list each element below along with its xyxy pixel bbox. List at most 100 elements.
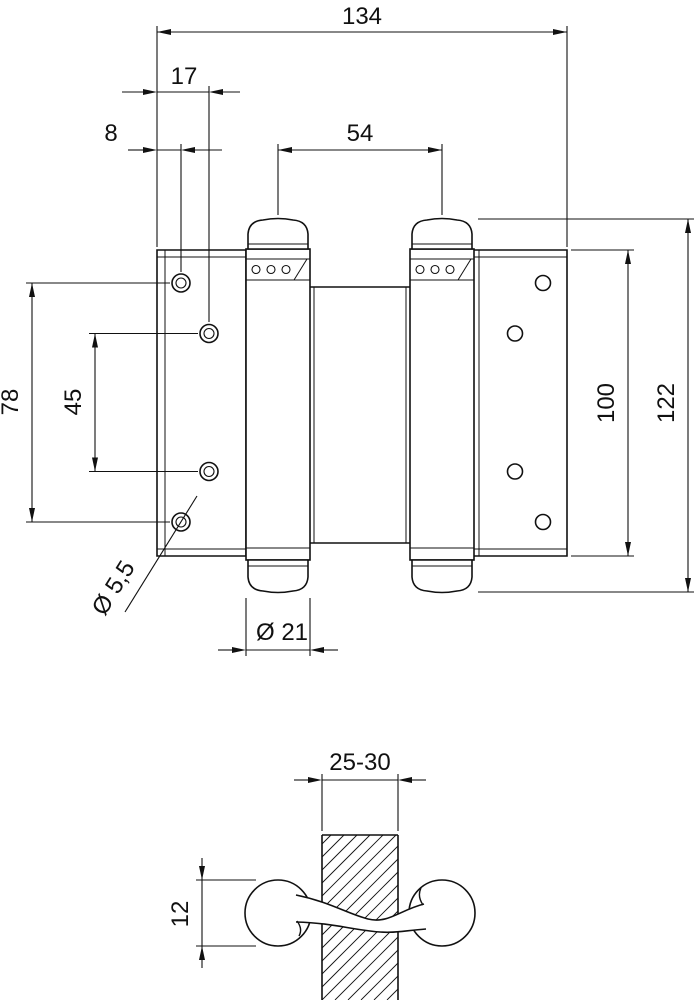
dimension-label: 45: [60, 389, 87, 416]
leaf-section-top-edge: [295, 894, 425, 921]
band-slash: [293, 258, 308, 281]
hatch-line: [321, 834, 371, 884]
dim-hole-span-78: 78: [0, 282, 170, 523]
arrowhead: [29, 508, 35, 522]
arrowhead: [278, 147, 292, 153]
arrowhead: [428, 147, 442, 153]
dim-hole-span-45: 45: [60, 332, 198, 473]
arrowhead: [92, 457, 98, 472]
hatch-line: [321, 834, 345, 858]
arrowhead: [143, 147, 157, 153]
hatch-line: [386, 988, 399, 1000]
barrel-cap-top: [247, 217, 309, 250]
adjustment-hole: [415, 264, 425, 275]
left-leaf-plate: [156, 249, 247, 557]
barrel-body-fill: [246, 249, 310, 560]
barrel-cap-top: [411, 217, 473, 250]
band-slash: [457, 258, 472, 281]
dim-knuckle-height-12: 12: [167, 858, 256, 968]
left-plate-screw-holes: [171, 273, 219, 532]
right-plate-screw-holes: [506, 274, 552, 531]
left-plate-outline: [156, 249, 247, 557]
hatch-line: [321, 834, 332, 845]
arrowhead: [92, 333, 98, 348]
hatch-line: [347, 949, 399, 1000]
screw-hole-inner: [203, 465, 215, 478]
arrowhead: [685, 219, 691, 233]
barrel-cap-bottom: [247, 559, 309, 594]
dimension-label: 78: [0, 389, 24, 416]
hinge-section: [244, 879, 476, 947]
screw-hole: [506, 325, 524, 342]
dim-offset-17: 17: [122, 63, 240, 322]
dimension-label: 122: [653, 383, 680, 423]
arrowhead: [157, 29, 171, 35]
dimensions-section: 25-30 12: [167, 749, 426, 968]
screw-hole-inner: [175, 516, 187, 528]
arrowhead: [232, 647, 246, 653]
dimension-label: 134: [342, 3, 382, 30]
hatch-line: [321, 897, 399, 975]
arrowhead: [310, 647, 324, 653]
dimensions-front: 134 17: [0, 3, 694, 656]
right-plate-outline: [458, 249, 568, 557]
arrowhead: [625, 250, 631, 264]
dimension-label: 25-30: [329, 749, 390, 776]
right-knuckle-curl: [418, 887, 424, 906]
screw-hole-inner: [203, 327, 215, 340]
arrowhead: [553, 29, 567, 35]
arrowhead: [181, 147, 195, 153]
dimension-label: 54: [347, 120, 374, 147]
barrel-cap-bottom: [411, 559, 473, 594]
adjustment-hole: [251, 264, 261, 275]
dim-barrel-centers-54: 54: [277, 120, 443, 215]
dim-barrel-diameter-21: Ø 21: [218, 598, 338, 656]
dim-leaf-height-100: 100: [571, 249, 634, 557]
dimension-label: 17: [171, 63, 198, 90]
dimension-label: Ø 21: [256, 619, 308, 646]
dimension-label: 100: [593, 383, 620, 423]
arrowhead: [685, 578, 691, 592]
adjustment-hole: [445, 264, 455, 275]
adjustment-hole: [430, 264, 440, 275]
dim-offset-8: 8: [104, 120, 222, 272]
door-hatching: [321, 834, 399, 1000]
screw-hole-inner: [175, 277, 187, 289]
screw-hole: [534, 274, 552, 292]
dim-door-thickness: 25-30: [294, 749, 426, 831]
arrowhead: [199, 866, 205, 880]
screw-hole-outer: [199, 323, 219, 344]
front-view: 134 17: [0, 3, 694, 656]
screw-hole-outer: [171, 512, 191, 532]
screw-hole: [534, 513, 552, 531]
dim-screw-hole-diameter: Ø 5,5: [87, 495, 198, 620]
left-knuckle-curl: [296, 920, 302, 937]
right-spring-barrel: [409, 217, 475, 594]
dimension-label: Ø 5,5: [87, 556, 141, 620]
hatch-line: [360, 962, 399, 1000]
hatch-line: [334, 936, 399, 1000]
leaf-section-bottom-edge: [295, 921, 427, 934]
hatch-line: [321, 834, 358, 871]
hatch-line: [373, 975, 399, 1000]
arrowhead: [625, 542, 631, 556]
screw-hole-outer: [199, 461, 219, 482]
left-spring-barrel: [245, 217, 311, 594]
arrowhead: [398, 777, 412, 783]
hatch-line: [321, 834, 384, 897]
arrowhead: [29, 283, 35, 297]
screw-hole: [506, 463, 524, 480]
dimension-label: 12: [167, 901, 194, 928]
arrowhead: [209, 89, 223, 95]
dim-overall-width-134: 134: [156, 3, 568, 247]
adjustment-hole: [266, 264, 276, 275]
arrowhead: [308, 777, 322, 783]
adjustment-hole: [281, 264, 291, 275]
arrowhead: [143, 89, 157, 95]
screw-hole-outer: [171, 273, 191, 293]
leader-line: [124, 495, 198, 613]
hatch-line: [321, 834, 397, 910]
leaf-section-fill: [296, 895, 426, 933]
hatch-line: [321, 923, 399, 1000]
section-view: 25-30 12: [167, 749, 476, 1000]
